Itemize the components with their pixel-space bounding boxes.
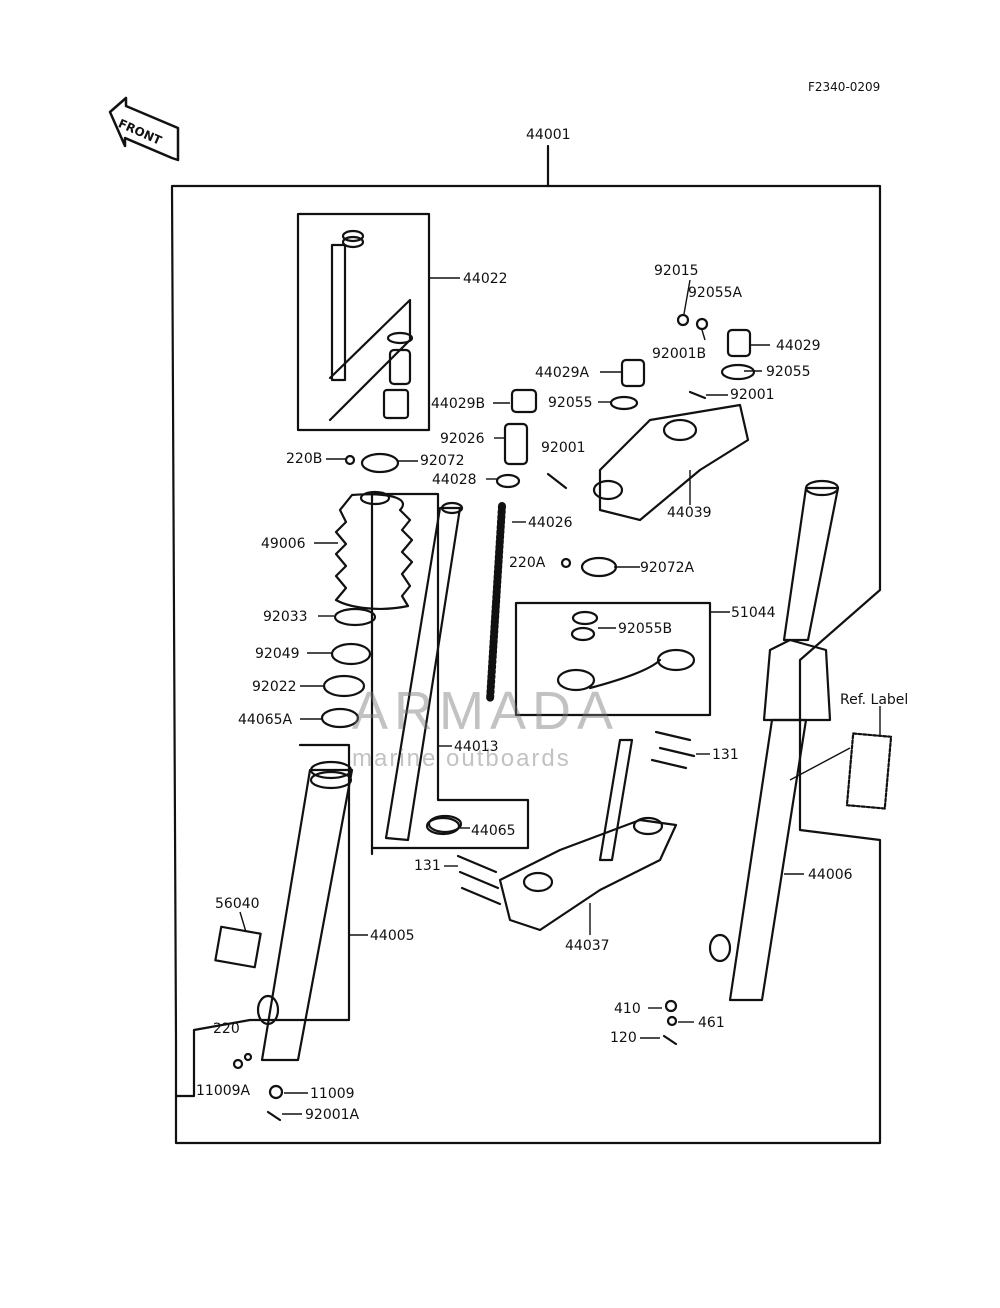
part-label: 92072A xyxy=(640,560,695,576)
part-label: 11009A xyxy=(196,1083,251,1099)
part-label: 44013 xyxy=(454,739,499,755)
part-label: 131 xyxy=(712,747,739,763)
part-label: 44005 xyxy=(370,928,415,944)
watermark-tagline: marine outboards xyxy=(352,745,571,772)
part-label: 92055B xyxy=(618,621,673,637)
part-label: 92033 xyxy=(263,609,308,625)
part-label: 220B xyxy=(286,451,323,467)
lower-bracket xyxy=(498,818,678,932)
part-label: 92055 xyxy=(548,395,593,411)
right-fork-tube xyxy=(782,486,840,642)
fork-boot-left xyxy=(334,493,414,610)
part-label: 44022 xyxy=(463,271,508,287)
part-label: 44029A xyxy=(535,365,590,381)
front-arrow-icon xyxy=(108,96,180,162)
part-label: 92015 xyxy=(654,263,699,279)
drawing-code: F2340-0209 xyxy=(808,80,881,94)
part-label: 44065 xyxy=(471,823,516,839)
part-label: 44029B xyxy=(431,396,486,412)
part-label: 120 xyxy=(610,1030,637,1046)
steering-stem xyxy=(598,738,634,862)
part-label: 92072 xyxy=(420,453,465,469)
fork-boot-right xyxy=(762,638,832,722)
part-label: 92026 xyxy=(440,431,485,447)
part-label: 410 xyxy=(614,1001,641,1017)
box-44005 xyxy=(174,743,351,1098)
box-44022 xyxy=(296,212,431,432)
part-label: 44026 xyxy=(528,515,573,531)
part-label: 44006 xyxy=(808,867,853,883)
fork-spring xyxy=(486,502,506,704)
part-label: 92001 xyxy=(541,440,586,456)
upper-bracket xyxy=(598,403,750,522)
assembly-border xyxy=(170,184,882,1145)
part-label: 92022 xyxy=(252,679,297,695)
part-label: 44039 xyxy=(667,505,712,521)
part-label: 92001A xyxy=(305,1107,360,1123)
part-label: 92001B xyxy=(652,346,707,362)
part-label: 44065A xyxy=(238,712,293,728)
part-label: 11009 xyxy=(310,1086,355,1102)
part-label: 44001 xyxy=(526,127,571,143)
part-label: 49006 xyxy=(261,536,306,552)
part-label: 56040 xyxy=(215,896,260,912)
part-label: 44029 xyxy=(776,338,821,354)
part-label: 44028 xyxy=(432,472,477,488)
watermark-name: ARMADA xyxy=(352,681,620,741)
part-label: 92049 xyxy=(255,646,300,662)
part-label: 92055 xyxy=(766,364,811,380)
part-label: 220 xyxy=(213,1021,240,1037)
part-label: 92001 xyxy=(730,387,775,403)
ref-label: Ref. Label xyxy=(840,692,909,708)
part-label: 92055A xyxy=(688,285,743,301)
box-44013 xyxy=(370,492,530,856)
part-label: 51044 xyxy=(731,605,776,621)
part-label: 131 xyxy=(414,858,441,874)
part-label: 220A xyxy=(509,555,546,571)
part-label: 461 xyxy=(698,1015,725,1031)
right-outer-tube xyxy=(728,718,808,1002)
part-label: 44037 xyxy=(565,938,610,954)
left-outer-tube xyxy=(260,768,354,1062)
box-51044 xyxy=(514,601,712,717)
